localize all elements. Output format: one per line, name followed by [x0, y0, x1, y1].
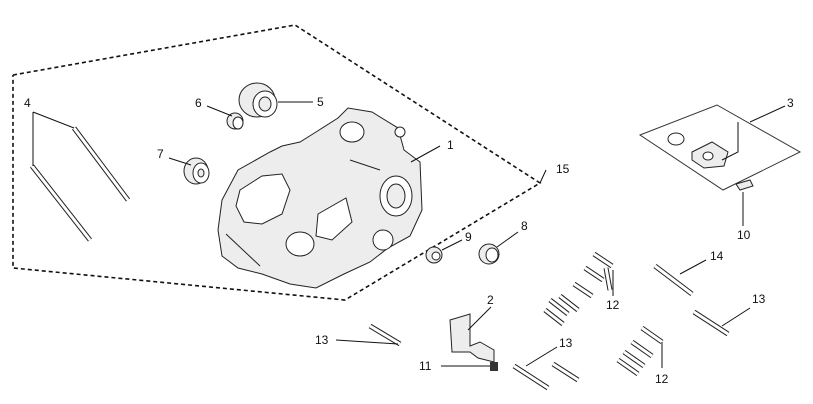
leader-2 — [467, 306, 492, 331]
part-3-fitting-set — [638, 104, 802, 191]
leader-4 — [32, 111, 75, 129]
callout-9: 9 — [465, 230, 472, 244]
part-8-seal — [478, 243, 500, 265]
leader-6 — [206, 105, 233, 117]
callout-1: 1 — [447, 138, 454, 152]
part-7-seal — [183, 157, 210, 185]
leader-3 — [749, 105, 786, 123]
part-4-studs — [30, 126, 130, 242]
callout-10: 10 — [737, 228, 751, 242]
callout-13b: 13 — [752, 292, 766, 306]
leader-15 — [539, 169, 547, 184]
callout-2: 2 — [487, 293, 494, 307]
part-11-screw — [490, 362, 498, 371]
leader-14 — [679, 259, 707, 275]
callout-11: 11 — [419, 359, 432, 373]
callout-6: 6 — [195, 96, 202, 110]
part-5-bearing — [238, 82, 278, 118]
leader-9 — [441, 239, 463, 251]
leader-1 — [410, 145, 441, 163]
callout-8: 8 — [521, 219, 528, 233]
callout-4: 4 — [24, 96, 31, 110]
callout-13c: 13 — [559, 336, 573, 350]
callout-12a: 12 — [606, 298, 620, 312]
leader-7 — [168, 157, 192, 166]
leader-8 — [496, 231, 519, 248]
callout-14: 14 — [710, 249, 724, 263]
callout-3: 3 — [787, 96, 794, 110]
leader-13c — [525, 346, 558, 367]
part-6-bearing — [226, 112, 244, 130]
leader-13a — [335, 339, 399, 345]
callout-15: 15 — [556, 162, 570, 176]
callout-5: 5 — [317, 95, 324, 109]
part-9-washer — [425, 246, 443, 264]
part-1-crankcase — [217, 107, 423, 289]
callout-7: 7 — [157, 147, 164, 161]
part-2-bracket — [449, 313, 495, 363]
leader-13b — [721, 307, 751, 327]
callout-12b: 12 — [655, 372, 669, 386]
bolt-group — [368, 251, 730, 391]
callout-13a: 13 — [315, 333, 329, 347]
assembly-boundary — [12, 24, 542, 301]
